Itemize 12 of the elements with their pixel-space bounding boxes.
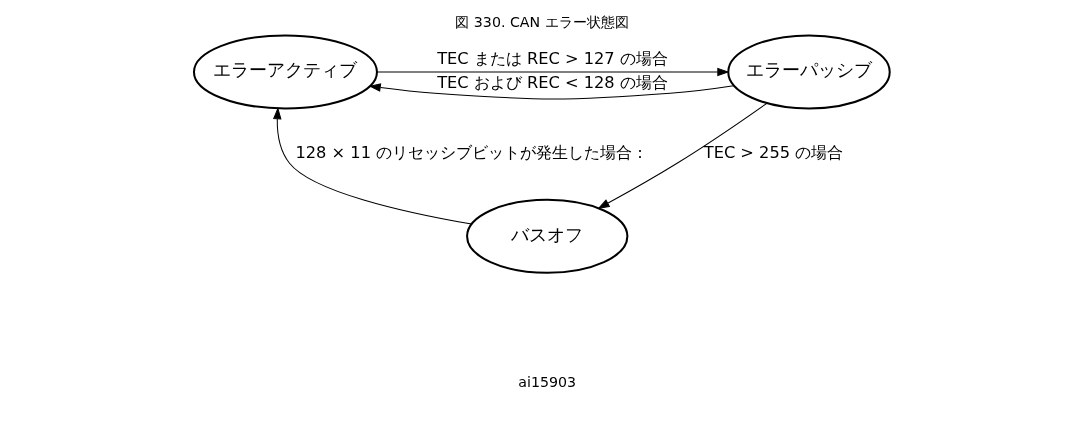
edge-label: 128 × 11 のリセッシブビットが発生した場合 : [295, 142, 643, 162]
arrow [597, 102, 768, 209]
node-ellipse: エラーパッシブ [727, 34, 891, 110]
arrow [368, 83, 735, 100]
label: ai15903 [518, 374, 577, 391]
node-ellipse: エラーアクティブ [192, 34, 378, 110]
edge-label: TEC > 255 の場合 [703, 142, 844, 162]
edge-label: TEC および REC < 128 の場合 [437, 72, 668, 92]
arrow [376, 67, 730, 77]
arrow [273, 106, 473, 225]
diagram-title: 図 330. CAN エラー状態図 [455, 14, 629, 31]
edge-label: TEC または REC > 127 の場合 [437, 48, 668, 68]
